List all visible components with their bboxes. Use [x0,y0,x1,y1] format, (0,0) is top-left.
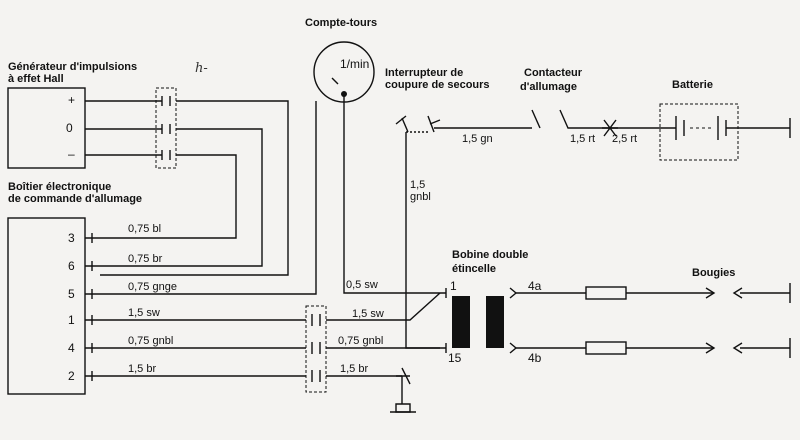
wire-label-pin2: 1,5 br [128,363,156,375]
hall-connector [155,87,177,169]
wire-label-ignition-rt: 1,5 rt [570,133,595,145]
handwritten-note: h- [195,61,208,76]
coil-symbol [440,287,518,354]
ground-symbol [390,367,416,413]
spark-plug-bottom [732,338,791,358]
coil-title-2: étincelle [452,263,496,275]
wire-label-pin4: 0,75 gnbl [128,335,173,347]
wire-label-sw-center: 1,5 sw [352,308,384,320]
coil-term-15: 15 [448,351,462,365]
control-unit-box [7,217,86,395]
hall-generator-title-1: Générateur d'impulsions [8,61,137,73]
tachometer-title: Compte-tours [305,17,377,29]
ignition-switch-title-1: Contacteur [524,67,583,79]
wire-label-br-center: 1,5 br [340,363,368,375]
coil-title-1: Bobine double [452,249,528,261]
hall-generator-box [7,87,86,169]
emergency-switch-symbol [395,115,441,133]
wire-label-pin1: 1,5 sw [128,307,160,319]
resistor-top [585,286,627,300]
cu-pin-3: 3 [68,231,75,245]
spark-plug-top [732,283,791,303]
ignition-switch-title-2: d'allumage [520,81,577,93]
coil-term-4b: 4b [528,351,542,365]
cu-pin-2: 2 [68,369,75,383]
central-connector [305,305,327,393]
control-unit-title-2: de commande d'allumage [8,193,142,205]
wire-label-gnbl-center: 0,75 gnbl [338,335,383,347]
cu-pin-5: 5 [68,287,75,301]
hall-terminal-zero: 0 [66,121,73,135]
emergency-switch-title-1: Interrupteur de [385,67,463,79]
tachometer-gauge: 1/min [313,41,375,103]
battery-title: Batterie [672,79,713,91]
tachometer-dial-text: 1/min [340,57,369,71]
resistor-bottom [585,341,627,355]
coil-term-4a: 4a [528,279,542,293]
wire-label-feed-2: gnbl [410,191,431,203]
control-unit-title-1: Boîtier électronique [8,181,111,193]
cu-pin-1: 1 [68,313,75,327]
spark-plugs-title: Bougies [692,267,735,279]
hall-terminal-plus: + [68,93,75,107]
ignition-switch-symbol [531,109,578,129]
hall-terminal-minus: – [68,147,75,161]
wire-label-battery-rt: 2,5 rt [612,133,637,145]
hall-generator-title-2: à effet Hall [8,73,64,85]
coil-term-1: 1 [450,279,457,293]
cu-pin-4: 4 [68,341,75,355]
wire-label-tach-sw: 0,5 sw [346,279,378,291]
battery-symbol [659,103,739,161]
wire-label-switch-link: 1,5 gn [462,133,493,145]
wire-label-pin3: 0,75 bl [128,223,161,235]
wire-label-feed-1: 1,5 [410,179,425,191]
junction-star [602,119,618,137]
wire-label-pin5: 0,75 gnge [128,281,177,293]
emergency-switch-title-2: coupure de secours [385,79,490,91]
cu-pin-6: 6 [68,259,75,273]
wire-label-pin6: 0,75 br [128,253,163,265]
